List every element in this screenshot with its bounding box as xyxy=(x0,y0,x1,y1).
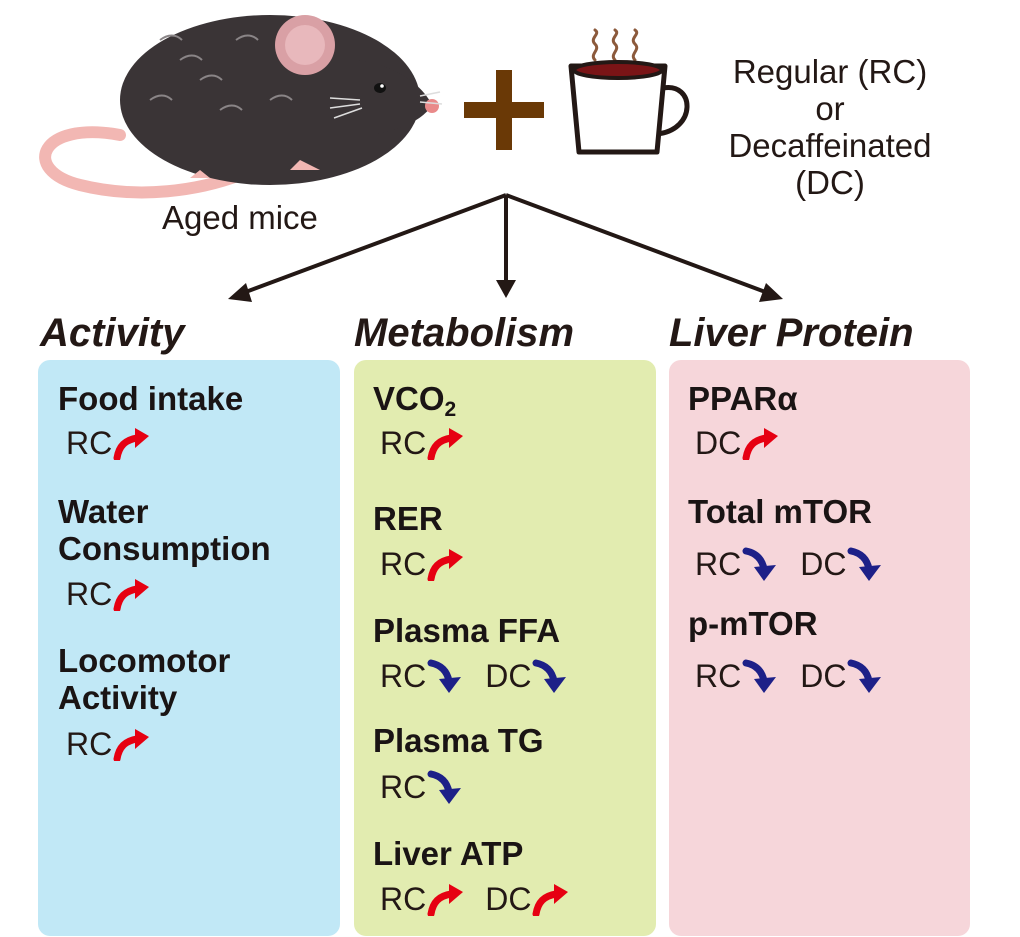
decrease-arrow-icon xyxy=(427,770,462,804)
effect-row: RC xyxy=(380,769,485,805)
arrow-head-left xyxy=(228,283,252,302)
item-title-line: Activity xyxy=(58,679,178,716)
effect-label: RC xyxy=(66,726,113,762)
effect-label: RC xyxy=(380,881,427,917)
metabolism-panel xyxy=(354,360,656,936)
column-title-liver-protein: Liver Protein xyxy=(669,311,914,355)
decrease-arrow-icon xyxy=(847,547,882,581)
coffee-cup-icon xyxy=(568,28,690,155)
subject-label: Aged mice xyxy=(162,199,318,236)
effect-label: DC xyxy=(485,881,532,917)
decrease-arrow-icon xyxy=(427,659,462,693)
effect-rc-down: RC xyxy=(695,658,780,694)
effect-row: RC xyxy=(380,546,485,582)
item-title-plasma-ffa: Plasma FFA xyxy=(373,612,561,649)
increase-arrow-icon xyxy=(113,729,150,761)
effect-rc-down: RC xyxy=(695,546,780,582)
effect-rc-down: RC xyxy=(380,769,465,805)
increase-arrow-icon xyxy=(427,549,464,581)
effect-dc-up: DC xyxy=(485,881,570,917)
item-title-liver-atp: Liver ATP xyxy=(373,835,524,872)
effect-dc-down: DC xyxy=(485,658,570,694)
effect-row: RC DC xyxy=(695,546,905,582)
effect-dc-up: DC xyxy=(695,425,780,461)
liver-protein-panel xyxy=(669,360,970,936)
item-title-line: Locomotor xyxy=(58,642,231,679)
effect-row: RC DC xyxy=(380,881,590,917)
item-title-p-mtor: p-mTOR xyxy=(688,605,818,642)
item-title-vco2: VCO2 xyxy=(373,380,456,420)
effect-label: DC xyxy=(695,425,742,461)
item-title-ppar-alpha: PPARα xyxy=(688,380,798,417)
effect-rc-up: RC xyxy=(380,425,465,461)
effect-row: RC xyxy=(66,726,171,762)
effect-label: RC xyxy=(695,658,742,694)
effect-label: RC xyxy=(380,769,427,805)
effect-rc-up: RC xyxy=(66,425,151,461)
decrease-arrow-icon xyxy=(847,659,882,693)
effect-label: RC xyxy=(66,425,113,461)
treatment-line: or xyxy=(815,90,845,127)
effect-row: RC DC xyxy=(695,658,905,694)
effect-dc-down: DC xyxy=(800,658,885,694)
effect-row: RC xyxy=(380,425,485,461)
effect-label: RC xyxy=(66,576,113,612)
increase-arrow-icon xyxy=(427,884,464,916)
item-title-line: Consumption xyxy=(58,530,271,567)
item-title-total-mtor: Total mTOR xyxy=(688,493,872,530)
treatment-label: Regular (RC) or Decaffeinated (DC) xyxy=(712,53,948,201)
column-title-metabolism: Metabolism xyxy=(354,311,575,355)
plus-icon xyxy=(464,70,544,150)
effect-rc-up: RC xyxy=(66,726,151,762)
activity-panel xyxy=(38,360,340,936)
effect-label: RC xyxy=(695,546,742,582)
item-title-food-intake: Food intake xyxy=(58,380,244,417)
decrease-arrow-icon xyxy=(742,547,777,581)
increase-arrow-icon xyxy=(742,428,779,460)
arrow-head-right xyxy=(759,283,783,302)
increase-arrow-icon xyxy=(113,428,150,460)
effect-rc-up: RC xyxy=(66,576,151,612)
treatment-line: (DC) xyxy=(795,164,865,201)
effect-dc-down: DC xyxy=(800,546,885,582)
increase-arrow-icon xyxy=(113,579,150,611)
item-title-line: Water xyxy=(58,493,149,530)
effect-label: DC xyxy=(800,546,847,582)
item-title-water-consumption: Water Consumption xyxy=(58,493,271,567)
treatment-line: Regular (RC) xyxy=(732,53,928,90)
effect-rc-down: RC xyxy=(380,658,465,694)
effect-row: RC xyxy=(66,576,171,612)
mouse-tail xyxy=(39,126,246,199)
effect-label: DC xyxy=(485,658,532,694)
effect-row: RC DC xyxy=(380,658,590,694)
effect-label: DC xyxy=(800,658,847,694)
decrease-arrow-icon xyxy=(742,659,777,693)
increase-arrow-icon xyxy=(427,428,464,460)
effect-row: DC xyxy=(695,425,800,461)
arrow-head-center xyxy=(496,280,516,298)
item-title-rer: RER xyxy=(373,500,443,537)
item-title-locomotor-activity: Locomotor Activity xyxy=(58,642,230,716)
item-title-text: VCO xyxy=(373,380,445,417)
effect-rc-up: RC xyxy=(380,881,465,917)
increase-arrow-icon xyxy=(532,884,569,916)
effect-label: RC xyxy=(380,425,427,461)
effect-label: RC xyxy=(380,546,427,582)
subscript: 2 xyxy=(444,398,457,421)
effect-label: RC xyxy=(380,658,427,694)
treatment-line: Decaffeinated xyxy=(728,127,932,164)
decrease-arrow-icon xyxy=(532,659,567,693)
effect-rc-up: RC xyxy=(380,546,465,582)
column-title-activity: Activity xyxy=(40,311,185,355)
item-title-plasma-tg: Plasma TG xyxy=(373,722,544,759)
effect-row: RC xyxy=(66,425,171,461)
